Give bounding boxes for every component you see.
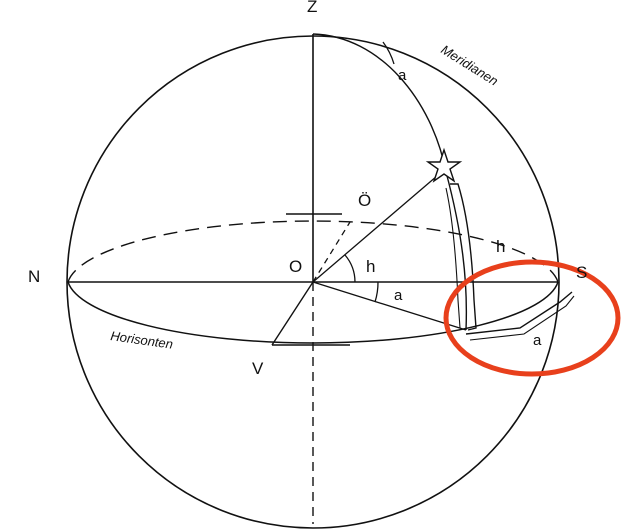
meridian-arc [312, 33, 468, 331]
azimuth-top-label: a [398, 67, 407, 84]
altitude-bracket-inner [445, 187, 461, 329]
east-line [312, 221, 351, 283]
altitude-bracket [450, 183, 477, 331]
horizon-back [67, 220, 559, 283]
azimuth-arc-top [382, 41, 395, 65]
origin-label: O [289, 257, 302, 276]
azimuth-center-label: a [394, 287, 403, 304]
zenith-label: Z [307, 0, 317, 16]
meridian-label: Meridianen [438, 42, 501, 89]
star-icon [425, 147, 463, 183]
altitude-center-label: h [366, 257, 375, 276]
altitude-arc-center [344, 254, 356, 283]
west-label: V [252, 359, 264, 378]
azimuth-line [312, 281, 467, 331]
horizon-label: Horisonten [110, 328, 174, 352]
star-line [312, 169, 445, 283]
east-label: Ö [358, 191, 371, 210]
azimuth-arc-center [374, 281, 379, 303]
south-label: S [576, 263, 587, 282]
altitude-side-label: h [496, 237, 505, 256]
azimuth-bracket-outer [469, 295, 575, 341]
north-label: N [28, 267, 40, 286]
azimuth-bracket [465, 291, 573, 335]
azimuth-bottom-label: a [533, 332, 542, 349]
highlight-ellipse [443, 259, 621, 377]
west-line [271, 281, 314, 346]
